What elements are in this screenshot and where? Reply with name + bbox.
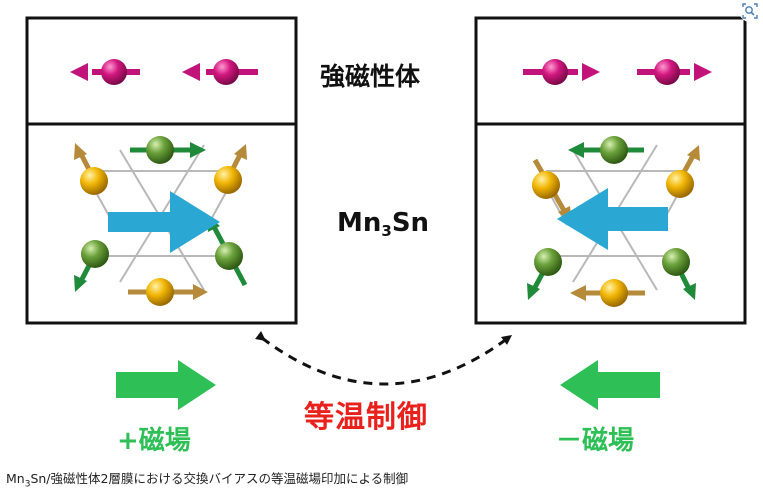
right-atom-bottomright-green bbox=[662, 248, 696, 300]
right-spin-1 bbox=[523, 59, 600, 85]
right-spin-2 bbox=[637, 59, 712, 85]
right-atom-topright-yellow bbox=[666, 145, 700, 198]
figure-caption: Mn3Sn/強磁性体2層膜における交換バイアスの等温磁場印加による制御 bbox=[6, 468, 408, 490]
mn3sn-label: Mn3Sn bbox=[337, 208, 430, 240]
left-panel bbox=[25, 16, 298, 325]
plus-field-label: +磁場 bbox=[117, 426, 191, 456]
left-spin-2 bbox=[182, 59, 258, 85]
left-atom-bottomleft-green bbox=[74, 240, 109, 292]
mn3sn-label-subscript: 3 bbox=[381, 222, 392, 240]
ferromagnet-label: 強磁性体 bbox=[320, 62, 421, 91]
minus-field-label: －磁場 bbox=[556, 426, 635, 456]
right-net-moment-arrow bbox=[557, 188, 668, 250]
isothermal-switch-dashed-arrow bbox=[254, 330, 513, 386]
minus-field-arrow bbox=[560, 360, 660, 410]
plus-field-arrow bbox=[116, 360, 216, 410]
caption-pre: Mn bbox=[6, 471, 25, 486]
zoom-button[interactable] bbox=[739, 0, 761, 22]
left-atom-topright-yellow bbox=[214, 144, 247, 194]
right-atom-top-green bbox=[568, 136, 644, 164]
left-atom-top-green bbox=[130, 136, 206, 164]
right-panel bbox=[474, 16, 747, 325]
caption-subscript: 3 bbox=[24, 479, 31, 490]
isothermal-control-label: 等温制御 bbox=[304, 400, 428, 435]
left-atom-bottom-yellow bbox=[128, 278, 208, 306]
mn3sn-label-tail: Sn bbox=[391, 208, 430, 238]
caption-post: Sn/強磁性体2層膜における交換バイアスの等温磁場印加による制御 bbox=[30, 471, 409, 486]
zoom-magnifier-icon bbox=[742, 3, 758, 19]
left-atom-topleft-yellow bbox=[74, 143, 108, 195]
left-spin-1 bbox=[70, 59, 140, 85]
right-atom-bottom-yellow bbox=[570, 279, 645, 307]
left-net-moment-arrow bbox=[108, 191, 220, 253]
right-atom-bottomleft-green bbox=[527, 248, 562, 300]
mn3sn-label-base: Mn bbox=[337, 208, 382, 238]
